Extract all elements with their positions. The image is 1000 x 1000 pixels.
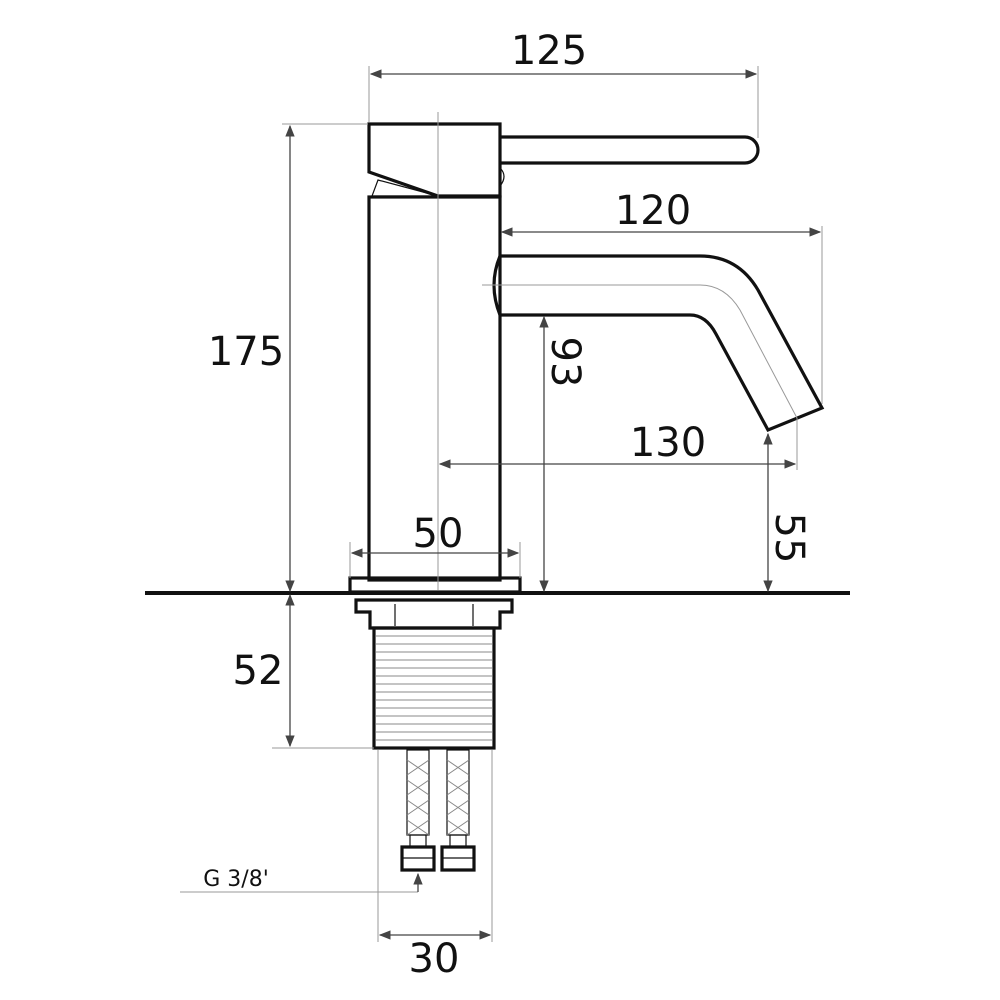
thread-lines bbox=[376, 635, 492, 741]
mounting-nut bbox=[354, 598, 514, 630]
dim-label-52: 52 bbox=[233, 648, 284, 694]
dimension-93: 93 bbox=[539, 315, 588, 593]
dimension-55: 55 bbox=[763, 432, 812, 593]
dimension-130: 130 bbox=[438, 418, 798, 470]
handle-knob bbox=[499, 167, 505, 187]
dimension-30: 30 bbox=[377, 750, 493, 982]
dim-label-50: 50 bbox=[413, 511, 464, 557]
lever-handle bbox=[500, 135, 760, 165]
cap-wedge bbox=[371, 179, 439, 197]
spout bbox=[500, 254, 825, 433]
dimension-52: 52 bbox=[233, 593, 374, 749]
dimension-120: 120 bbox=[500, 188, 823, 404]
dim-label-125: 125 bbox=[511, 28, 587, 74]
dim-label-55: 55 bbox=[766, 513, 812, 564]
dimension-50: 50 bbox=[349, 511, 521, 578]
braided-hose-left bbox=[400, 749, 436, 872]
dim-label-120: 120 bbox=[615, 188, 691, 234]
dim-label-175: 175 bbox=[208, 329, 284, 375]
threaded-shank bbox=[372, 626, 496, 750]
main-cylinder bbox=[367, 195, 502, 582]
dim-label-30: 30 bbox=[409, 936, 460, 982]
dim-label-130: 130 bbox=[630, 420, 706, 466]
under-counter-assembly bbox=[354, 598, 514, 872]
braided-hose-right bbox=[440, 749, 476, 872]
thread-callout: G 3/8' bbox=[180, 867, 423, 893]
dimension-175: 175 bbox=[208, 123, 368, 593]
thread-label: G 3/8' bbox=[203, 867, 269, 892]
mixer-cap bbox=[367, 122, 502, 198]
dimension-125: 125 bbox=[368, 28, 759, 138]
faucet-body bbox=[348, 112, 825, 594]
spout-centerline bbox=[482, 284, 798, 419]
dim-label-93: 93 bbox=[542, 337, 588, 388]
base-flange bbox=[348, 576, 522, 594]
